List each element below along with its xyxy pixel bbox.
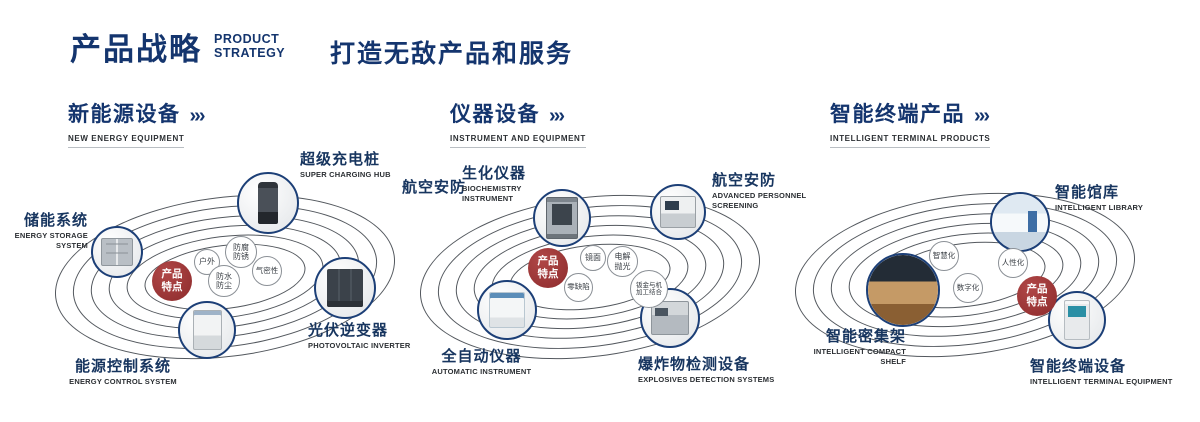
page-title-cn: 产品战略	[70, 32, 202, 67]
biochem-rack-image	[545, 197, 579, 239]
product-photo-intelligent-library	[990, 192, 1050, 252]
section-title-cn: 仪器设备	[450, 103, 540, 126]
product-photo-super-charging-hub	[237, 172, 299, 234]
section-title-en: INSTRUMENT AND EQUIPMENT	[450, 134, 586, 148]
section-header-intelligent-terminal: 智能终端产品 ››› INTELLIGENT TERMINAL PRODUCTS	[830, 98, 991, 148]
product-label: 生化仪器 BIOCHEMISTRY INSTRUMENT	[462, 165, 527, 203]
product-label: 智能馆库 INTELLIGENT LIBRARY	[1055, 184, 1144, 213]
product-photo-personnel-screening	[650, 184, 706, 240]
feature-bubble: 户外	[194, 249, 220, 275]
feature-bubble: 防水防尘	[208, 265, 240, 297]
product-photo-explosives-detection	[640, 288, 700, 348]
feature-bubble: 镜面	[580, 245, 606, 271]
section-title-cn: 新能源设备	[68, 103, 181, 126]
product-photo-compact-shelf	[866, 253, 940, 327]
control-cabinet-image	[192, 309, 222, 351]
aviation-security-side-label: 航空安防	[402, 179, 467, 196]
feature-bubble: 数字化	[953, 273, 983, 303]
section-title-en: INTELLIGENT TERMINAL PRODUCTS	[830, 134, 991, 148]
automatic-instrument-image	[488, 291, 526, 329]
product-photo-automatic-instrument	[477, 280, 537, 340]
page-title-en: PRODUCT STRATEGY	[214, 32, 286, 60]
product-label: 智能终端设备 INTELLIGENT TERMINAL EQUIPMENT	[1030, 358, 1173, 387]
product-features-badge: 产品特点	[528, 248, 568, 288]
explosives-detector-image	[650, 300, 690, 336]
product-photo-energy-storage	[91, 226, 143, 278]
feature-bubble: 防腐防锈	[225, 236, 257, 268]
kiosk-image	[1063, 300, 1091, 340]
section-title-en: NEW ENERGY EQUIPMENT	[68, 134, 185, 148]
library-room-image	[992, 194, 1048, 250]
screening-machine-image	[659, 195, 697, 229]
page-slogan: 打造无敌产品和服务	[330, 40, 574, 68]
product-label: 超级充电桩 SUPER CHARGING HUB	[300, 151, 391, 180]
product-photo-energy-control	[178, 301, 236, 359]
product-label: 光伏逆变器 PHOTOVOLTAIC INVERTER	[308, 322, 411, 351]
product-features-badge: 产品特点	[152, 261, 192, 301]
feature-bubble: 智慧化	[929, 241, 959, 271]
product-label: 全自动仪器 AUTOMATIC INSTRUMENT	[431, 348, 532, 377]
product-photo-terminal-equipment	[1048, 291, 1106, 349]
feature-bubble: 电解抛光	[607, 246, 638, 277]
chevrons-icon: ›››	[189, 105, 206, 127]
product-features-badge: 产品特点	[1017, 276, 1057, 316]
energy-storage-image	[101, 237, 133, 267]
chevrons-icon: ›››	[974, 105, 990, 127]
product-photo-biochemistry-instrument	[533, 189, 591, 247]
product-label: 航空安防 ADVANCED PERSONNEL SCREENING	[712, 172, 807, 210]
section-header-instruments: 仪器设备 ››› INSTRUMENT AND EQUIPMENT	[450, 98, 586, 148]
product-label: 智能密集架 INTELLIGENT COMPACT SHELF	[813, 328, 906, 366]
product-photo-photovoltaic-inverter	[314, 257, 376, 319]
product-label: 爆炸物检测设备 EXPLOSIVES DETECTION SYSTEMS	[638, 356, 775, 385]
compact-shelf-image	[868, 255, 938, 325]
feature-bubble: 气密性	[252, 256, 282, 286]
product-label: 能源控制系统 ENERGY CONTROL SYSTEM	[69, 358, 177, 387]
feature-bubble: 零缺陷	[564, 273, 593, 302]
chevrons-icon: ›››	[549, 105, 565, 127]
section-title-cn: 智能终端产品	[830, 103, 965, 126]
charging-pile-image	[257, 181, 279, 225]
inverter-image	[327, 269, 363, 307]
page-title: 产品战略 PRODUCT STRATEGY	[70, 24, 285, 69]
section-header-new-energy: 新能源设备 ››› NEW ENERGY EQUIPMENT	[68, 98, 206, 148]
product-label: 储能系统 ENERGY STORAGE SYSTEM	[14, 212, 88, 250]
feature-bubble: 人性化	[998, 248, 1028, 278]
feature-bubble: 钣金与机加工结合	[630, 270, 668, 308]
